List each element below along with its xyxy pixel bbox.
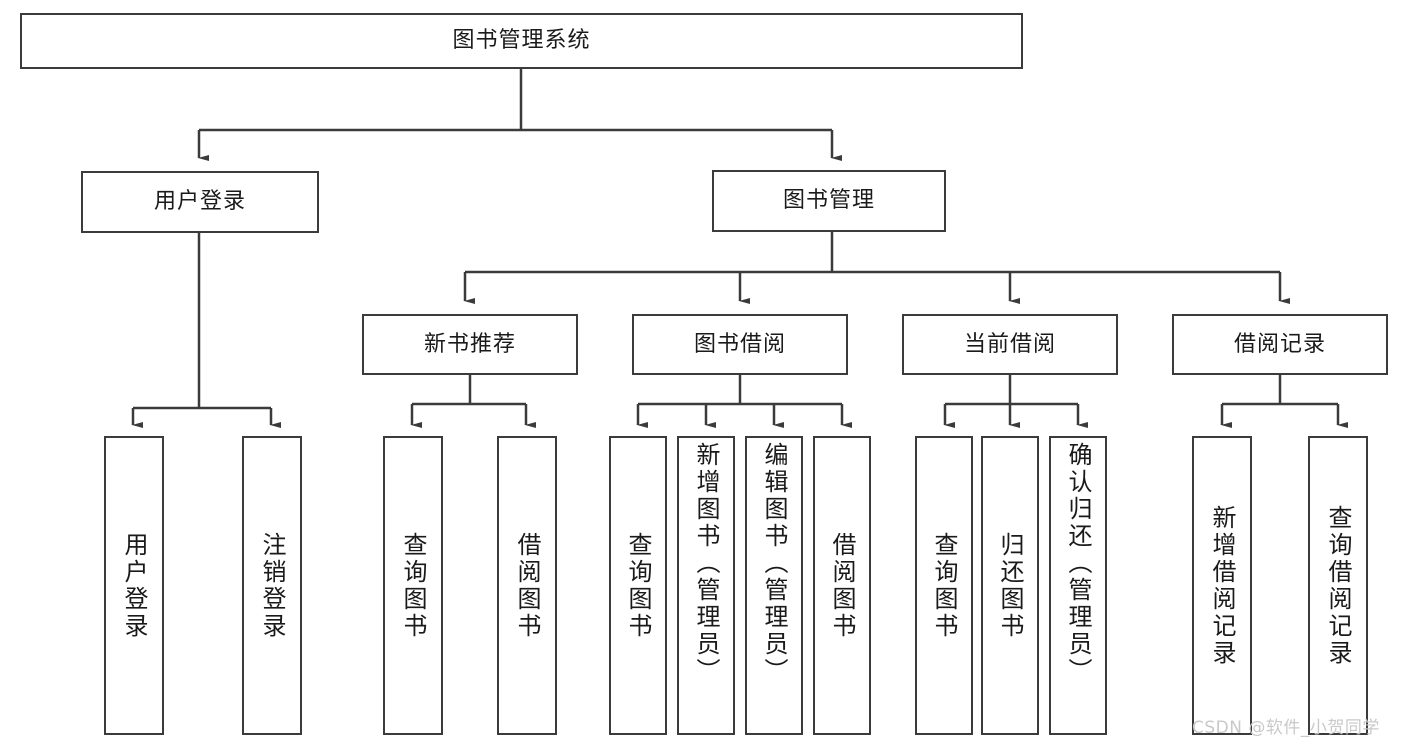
node-label: 借阅图书 <box>513 531 541 640</box>
leaf-borrow-books[interactable]: 借阅图书 <box>813 436 871 735</box>
node-label: 新增借阅记录 <box>1208 504 1236 667</box>
node-label: 归还图书 <box>996 531 1024 640</box>
node-label: 用户登录 <box>153 189 246 215</box>
node-new-book-recommendation[interactable]: 新书推荐 <box>362 314 578 375</box>
leaf-add-borrow-record[interactable]: 新增借阅记录 <box>1192 436 1252 735</box>
node-label: 图书借阅 <box>693 331 786 357</box>
node-user-login[interactable]: 用户登录 <box>81 171 319 233</box>
node-borrowing-records[interactable]: 借阅记录 <box>1172 314 1388 375</box>
node-label: 借阅记录 <box>1233 331 1326 357</box>
node-book-borrowing[interactable]: 图书借阅 <box>632 314 848 375</box>
node-label: 用户登录 <box>120 531 148 640</box>
leaf-edit-book-admin[interactable]: 编辑图书（管理员） <box>745 436 803 735</box>
leaf-return-books[interactable]: 归还图书 <box>981 436 1039 735</box>
node-label: 查询图书 <box>399 531 427 640</box>
node-label: 确认归还（管理员） <box>1064 442 1092 685</box>
node-root-book-management-system[interactable]: 图书管理系统 <box>20 13 1023 69</box>
node-label: 新增图书（管理员） <box>692 442 720 685</box>
leaf-confirm-return-admin[interactable]: 确认归还（管理员） <box>1049 436 1107 735</box>
leaf-query-books-borrow[interactable]: 查询图书 <box>609 436 667 735</box>
leaf-user-login[interactable]: 用户登录 <box>104 436 164 735</box>
node-label: 查询图书 <box>930 531 958 640</box>
node-label: 注销登录 <box>258 531 286 640</box>
node-label: 查询借阅记录 <box>1324 504 1352 667</box>
node-current-borrowing[interactable]: 当前借阅 <box>902 314 1118 375</box>
node-label: 借阅图书 <box>828 531 856 640</box>
node-label: 图书管理系统 <box>452 28 591 54</box>
node-label: 图书管理 <box>782 188 875 214</box>
leaf-query-books-new[interactable]: 查询图书 <box>383 436 443 735</box>
leaf-query-borrow-record[interactable]: 查询借阅记录 <box>1308 436 1368 735</box>
node-book-management[interactable]: 图书管理 <box>712 170 946 232</box>
node-label: 当前借阅 <box>963 331 1056 357</box>
node-label: 新书推荐 <box>423 331 516 357</box>
leaf-query-books-current[interactable]: 查询图书 <box>915 436 973 735</box>
node-label: 编辑图书（管理员） <box>760 442 788 685</box>
node-label: 查询图书 <box>624 531 652 640</box>
leaf-logout[interactable]: 注销登录 <box>242 436 302 735</box>
leaf-borrow-books-new[interactable]: 借阅图书 <box>497 436 557 735</box>
leaf-add-book-admin[interactable]: 新增图书（管理员） <box>677 436 735 735</box>
